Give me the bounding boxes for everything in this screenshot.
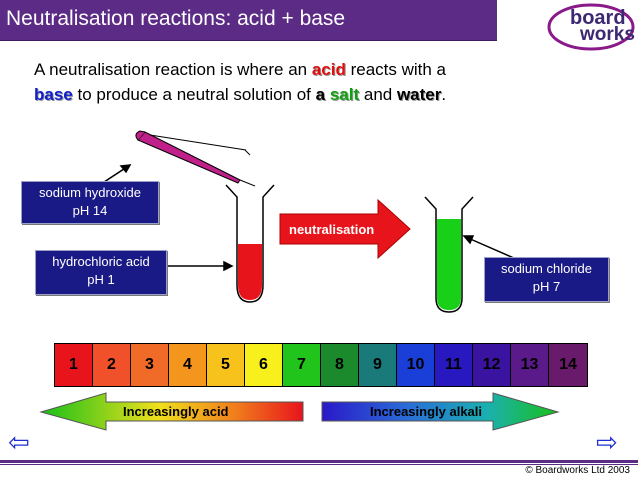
ph-cell-4: 4: [169, 344, 207, 386]
acid-test-tube: [225, 184, 275, 303]
ph-cell-13: 13: [511, 344, 549, 386]
alkali-pipette: [135, 130, 256, 187]
sodium-hydroxide-name: sodium hydroxide: [39, 185, 141, 200]
ph-cell-12: 12: [473, 344, 511, 386]
ph-cell-3: 3: [131, 344, 169, 386]
intro-part-3: to produce a neutral solution of: [72, 85, 316, 104]
ph-cell-9: 9: [359, 344, 397, 386]
logo-text-works: works: [580, 24, 635, 45]
ph-cell-14: 14: [549, 344, 587, 386]
hydrochloric-acid-name: hydrochloric acid: [52, 254, 150, 269]
keyword-base: base: [34, 85, 73, 104]
hydrochloric-acid-ph: pH 1: [87, 272, 115, 287]
sodium-chloride-name: sodium chloride: [500, 261, 593, 276]
previous-slide-button[interactable]: ⇦: [8, 428, 30, 458]
next-slide-button[interactable]: ⇨: [596, 428, 618, 458]
intro-part-5: .: [441, 85, 447, 104]
ph-cell-1: 1: [55, 344, 93, 386]
sodium-chloride-label: sodium chloride pH 7: [484, 257, 609, 302]
ph-cell-7: 7: [283, 344, 321, 386]
keyword-salt: salt: [329, 85, 360, 104]
footer-divider-thin: [0, 464, 638, 465]
keyword-a: a: [315, 85, 326, 104]
intro-part-1: A neutralisation reaction is where an: [34, 60, 312, 79]
ph-cell-5: 5: [207, 344, 245, 386]
ph-cell-11: 11: [435, 344, 473, 386]
neutralisation-label: neutralisation: [289, 222, 375, 237]
intro-text: A neutralisation reaction is where an ac…: [34, 57, 594, 107]
sodium-hydroxide-label: sodium hydroxide pH 14: [21, 181, 159, 224]
increasingly-alkali-arrow: [321, 392, 560, 431]
ph-cell-10: 10: [397, 344, 435, 386]
increasingly-acid-label: Increasingly acid: [123, 404, 229, 419]
keyword-acid: acid: [311, 60, 346, 79]
sodium-hydroxide-ph: pH 14: [72, 203, 108, 218]
ph-cell-2: 2: [93, 344, 131, 386]
intro-part-4: and: [359, 85, 397, 104]
logo-ellipse: [547, 3, 635, 51]
ph-direction-arrows: [39, 392, 560, 431]
title-bar: Neutralisation reactions: acid + base: [0, 0, 497, 41]
ph-cell-6: 6: [245, 344, 283, 386]
neutralisation-arrow: [279, 198, 411, 260]
increasingly-alkali-label: Increasingly alkali: [370, 404, 483, 419]
ph-cell-8: 8: [321, 344, 359, 386]
boardworks-logo: board works: [545, 2, 635, 52]
hydrochloric-acid-label: hydrochloric acid pH 1: [35, 250, 167, 295]
copyright-text: © Boardworks Ltd 2003: [525, 465, 630, 476]
increasingly-acid-arrow: [39, 392, 304, 431]
logo-text-board: board: [570, 7, 626, 29]
sodium-chloride-ph: pH 7: [532, 279, 561, 294]
intro-part-2: reacts with a: [345, 60, 447, 79]
salt-solution-test-tube: [424, 196, 474, 313]
keyword-water: water: [396, 85, 442, 104]
footer-divider: [0, 460, 638, 463]
page-title: Neutralisation reactions: acid + base: [6, 7, 346, 30]
